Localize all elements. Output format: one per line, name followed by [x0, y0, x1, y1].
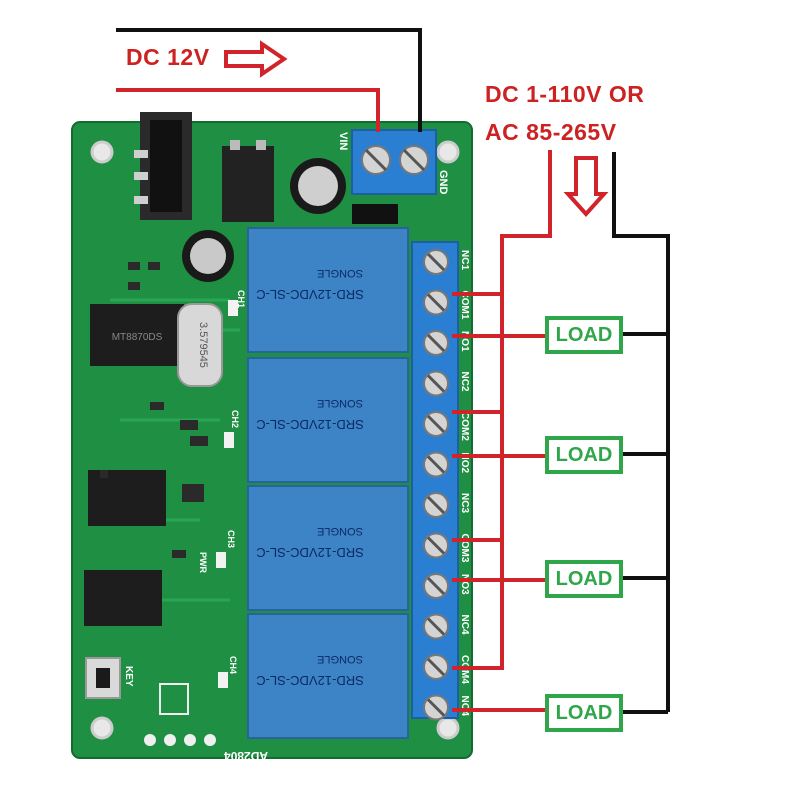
- terminal-label: NO2: [459, 453, 470, 474]
- load-box-1: LOAD: [545, 316, 623, 354]
- terminal-screw-slot: [426, 495, 446, 515]
- relay-1: SRD-12VDC-SL-C SONGLE: [247, 227, 409, 353]
- relay-2-model: SRD-12VDC-SL-C: [256, 417, 364, 432]
- arrow-down-icon: [563, 156, 609, 217]
- terminal-screw-slot: [426, 698, 446, 717]
- pwr-label: PWR: [198, 552, 208, 573]
- terminal-screw-slot: [426, 536, 446, 555]
- smd-components: [100, 262, 208, 558]
- load-box-3: LOAD: [545, 560, 623, 598]
- gnd-label: GND: [437, 170, 449, 195]
- arrow-right-icon: [224, 40, 288, 78]
- terminal-label: COM2: [459, 412, 470, 441]
- crystal: 3.579545: [177, 303, 223, 387]
- ch1-label: CH1: [236, 290, 246, 308]
- relay-3-model: SRD-12VDC-SL-C: [256, 545, 364, 560]
- relay-2-brand: SONGLE: [317, 397, 363, 409]
- terminal-screw-slot: [426, 293, 446, 312]
- terminal-label: NC1: [459, 250, 470, 270]
- terminal-label: NC3: [459, 493, 470, 513]
- terminal-label: COM1: [459, 291, 470, 320]
- relay-4: SRD-12VDC-SL-C SONGLE: [247, 613, 409, 739]
- load-supply-label-line1: DC 1-110V OR: [485, 81, 645, 107]
- terminal-screw-slot: [426, 617, 446, 636]
- terminal-screw-slot: [426, 414, 446, 434]
- load-box-4: LOAD: [545, 694, 623, 732]
- power-terminal-block: VIN GND: [337, 129, 449, 195]
- relay-3: SRD-12VDC-SL-C SONGLE: [247, 485, 409, 611]
- terminal-screw-slot: [426, 576, 446, 596]
- crystal-marking: 3.579545: [197, 322, 209, 368]
- relay-4-brand: SONGLE: [317, 653, 363, 665]
- ch3-label: CH3: [226, 530, 236, 548]
- terminal-label: NC2: [459, 372, 470, 392]
- power-input-label: DC 12V: [126, 44, 210, 70]
- key-button: KEY: [85, 657, 134, 699]
- terminal-label: NC4: [459, 615, 470, 635]
- ch2-label: CH2: [230, 410, 240, 428]
- relay-1-brand: SONGLE: [317, 267, 363, 279]
- power-wires: [116, 28, 422, 132]
- ch4-label: CH4: [228, 656, 238, 674]
- capacitors: [182, 158, 398, 282]
- header-pins: [144, 683, 216, 746]
- terminal-label: NO3: [459, 574, 470, 595]
- terminal-screw-slot: [426, 657, 446, 677]
- terminal-screw-slot: [426, 333, 446, 353]
- terminal-label: NO4: [459, 696, 470, 717]
- logic-chips: [84, 470, 166, 626]
- board-model: AD2804: [224, 749, 268, 763]
- led-indicators: CH1 CH2 CH3 CH4 PWR: [198, 290, 246, 688]
- terminal-screw-slot: [426, 252, 446, 272]
- relay-1-model: SRD-12VDC-SL-C: [256, 287, 364, 302]
- relay-3-brand: SONGLE: [317, 525, 363, 537]
- terminal-label: NO1: [459, 331, 470, 352]
- audio-jack: [134, 112, 192, 220]
- relay-4-model: SRD-12VDC-SL-C: [256, 673, 364, 688]
- relay-2: SRD-12VDC-SL-C SONGLE: [247, 357, 409, 483]
- load-supply-label-line2: AC 85-265V: [485, 119, 617, 145]
- vin-label: VIN: [337, 132, 349, 150]
- terminal-screw-slot: [426, 455, 446, 474]
- decoder-chip: MT8870DS: [90, 304, 184, 366]
- load-wires: [452, 150, 670, 714]
- voltage-regulator: [222, 140, 274, 222]
- chip-marking: MT8870DS: [112, 332, 163, 343]
- key-label: KEY: [123, 666, 134, 687]
- terminal-label: COM3: [459, 534, 470, 563]
- terminal-screw-slot: [426, 374, 446, 393]
- load-box-2: LOAD: [545, 436, 623, 474]
